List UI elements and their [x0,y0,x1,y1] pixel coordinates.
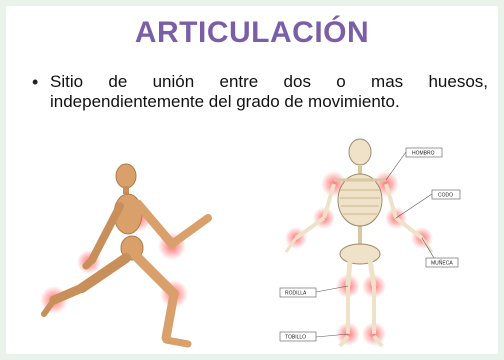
slide-title: ARTICULACIÓN [134,16,370,49]
label-codo: CODO [438,193,453,199]
label-tobillo: TOBILLO [285,335,306,341]
label-muneca: MUÑECA [431,260,453,267]
skeleton-illustration: HOMBRO CODO MUÑECA RODILLA TOBILLO [256,134,496,354]
label-hombro: HOMBRO [412,151,435,157]
label-box [405,147,443,158]
label-box [425,257,459,268]
mannequin-illustration [26,156,226,354]
definition-bullet: • Sitio de unión entre dos o mas huesos,… [32,72,488,112]
label-box [279,287,317,298]
bullet-symbol: • [32,72,39,92]
definition-text: Sitio de unión entre dos o mas huesos, i… [50,72,488,111]
label-box [431,189,461,200]
label-rodilla: RODILLA [285,291,307,297]
slide: ARTICULACIÓN • Sitio de unión entre dos … [6,6,498,354]
label-box [279,331,317,342]
